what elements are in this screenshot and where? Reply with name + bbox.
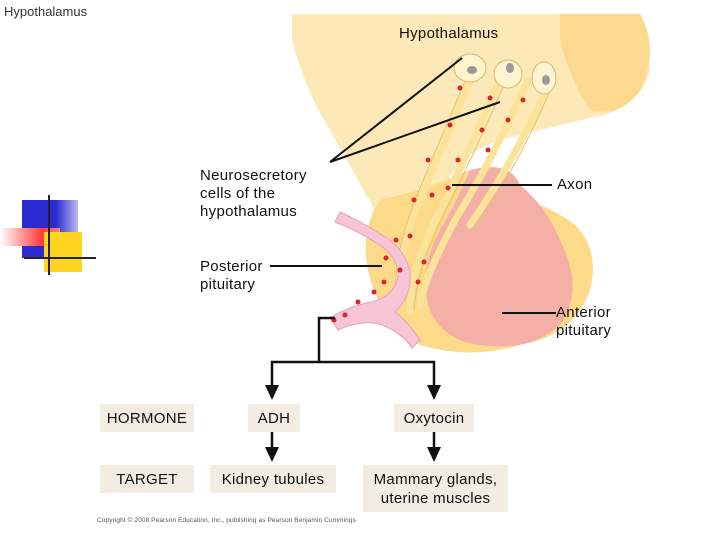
hormone-adh-box: ADH bbox=[248, 404, 300, 432]
flow-arrows bbox=[270, 316, 436, 450]
hormone-dots bbox=[331, 85, 526, 323]
leader-lines bbox=[270, 57, 556, 314]
cell-nuclei bbox=[467, 63, 550, 85]
decor-yellow-square bbox=[44, 232, 82, 272]
anterior-pituitary-label: Anterior pituitary bbox=[556, 304, 612, 339]
hypothalamus-label: Hypothalamus bbox=[399, 25, 499, 42]
axon-label: Axon bbox=[557, 176, 593, 193]
copyright-notice: Copyright © 2008 Pearson Education, Inc.… bbox=[97, 517, 356, 524]
decor-vertical-line bbox=[48, 195, 50, 275]
slide-title: Hypothalamus bbox=[4, 4, 88, 19]
blood-vessel bbox=[329, 211, 421, 349]
target-mammary-box: Mammary glands, uterine muscles bbox=[363, 465, 508, 512]
target-header-box: TARGET bbox=[100, 465, 194, 493]
posterior-pituitary-label: Posterior pituitary bbox=[200, 258, 263, 293]
hormone-header-box: HORMONE bbox=[100, 404, 194, 432]
arrowheads bbox=[265, 385, 441, 462]
neurosecretory-label: Neurosecretory cells of the hypothalamus bbox=[200, 167, 307, 220]
hypothalamus-bulge bbox=[560, 14, 650, 112]
axon-tracts bbox=[395, 66, 552, 314]
hormone-oxytocin-box: Oxytocin bbox=[394, 404, 474, 432]
hypothalamus-tissue bbox=[292, 14, 650, 230]
target-kidney-box: Kidney tubules bbox=[210, 465, 336, 493]
decor-horizontal-line bbox=[24, 257, 96, 259]
